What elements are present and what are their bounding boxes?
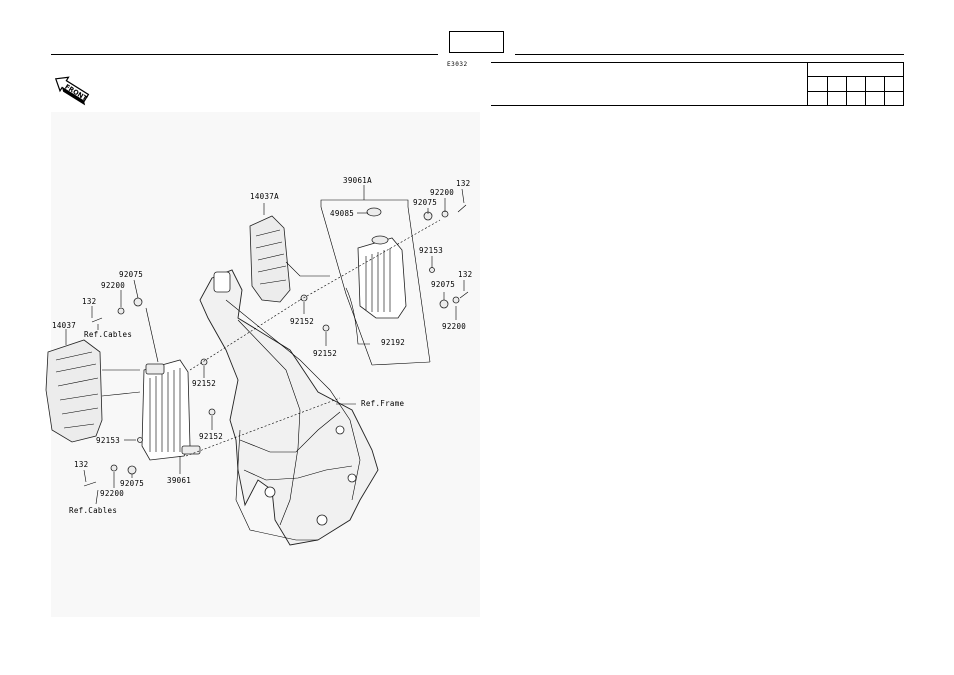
parts-header-table: [491, 62, 904, 106]
callout-132-top-right: 132: [456, 179, 470, 188]
callout-labels: 39061A 14037A 49085 92075 92200 132 9215…: [52, 176, 472, 515]
leader-lines: [65, 185, 465, 505]
callout-92153-right: 92153: [419, 246, 443, 255]
callout-92152-b: 92152: [313, 349, 337, 358]
callout-14037A: 14037A: [250, 192, 279, 201]
callout-92200-left: 92200: [101, 281, 125, 290]
callout-92152-c: 92152: [192, 379, 216, 388]
callout-92200-bottom-left: 92200: [100, 489, 124, 498]
callout-92200-right: 92200: [442, 322, 466, 331]
callout-92200-top-right: 92200: [430, 188, 454, 197]
callout-92192: 92192: [381, 338, 405, 347]
callout-92075-left: 92075: [119, 270, 143, 279]
callout-92075-right: 92075: [431, 280, 455, 289]
callout-92153-left: 92153: [96, 436, 120, 445]
header-rule-left: [51, 54, 438, 55]
radiator-cap: [366, 207, 382, 217]
figure-reference-code: E3032: [447, 61, 468, 68]
callout-14037: 14037: [52, 321, 76, 330]
callout-39061A: 39061A: [343, 176, 372, 185]
callout-ref-cables-left: Ref.Cables: [84, 330, 132, 339]
callout-132-right: 132: [458, 270, 472, 279]
radiator-hose: [345, 287, 370, 345]
radiator-shroud-left: [45, 339, 103, 443]
callout-92075-top-right: 92075: [413, 198, 437, 207]
fastener-hardware: [83, 204, 469, 487]
callout-132-left: 132: [82, 297, 96, 306]
callout-132-bottom-left: 132: [74, 460, 88, 469]
radiator-left: [141, 359, 201, 461]
frame-drawing: [199, 269, 379, 546]
radiator-shroud-right: [249, 215, 291, 303]
front-arrow-icon: FRONT: [54, 76, 90, 106]
callout-ref-frame: Ref.Frame: [361, 399, 405, 408]
radiator-right: [357, 235, 407, 319]
callout-92152-a: 92152: [290, 317, 314, 326]
callout-49085: 49085: [330, 209, 354, 218]
callout-92152-d: 92152: [199, 432, 223, 441]
callout-39061: 39061: [167, 476, 191, 485]
callout-ref-cables-bottom-left: Ref.Cables: [69, 506, 117, 515]
header-rule-right: [515, 54, 904, 55]
callout-92075-bottom-left: 92075: [120, 479, 144, 488]
page-number-box: [449, 31, 504, 53]
